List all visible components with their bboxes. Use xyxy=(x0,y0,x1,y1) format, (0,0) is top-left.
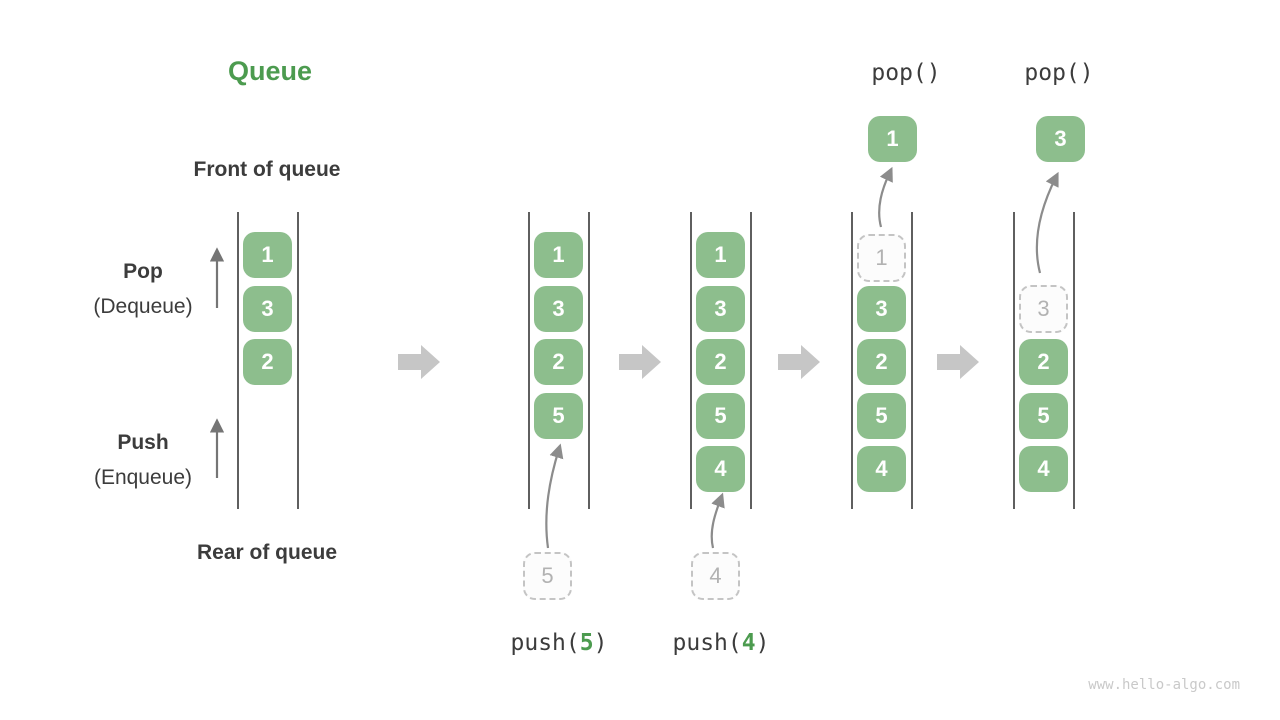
queue-cell: 1 xyxy=(243,232,292,278)
push-op-post: ) xyxy=(593,630,608,656)
push-op-arg: 4 xyxy=(741,630,756,656)
queue-rail xyxy=(1013,212,1015,509)
queue-rail xyxy=(237,212,239,509)
step-arrow-icon xyxy=(937,345,979,379)
queue-cell: 3 xyxy=(243,286,292,332)
queue-cell: 5 xyxy=(534,393,583,439)
push-op-label: push(4) xyxy=(641,630,801,656)
queue-cell: 2 xyxy=(1019,339,1068,385)
step-arrow-icon xyxy=(398,345,440,379)
ghost-cell: 1 xyxy=(857,234,906,282)
push-op-label: push(5) xyxy=(479,630,639,656)
step-arrow-icon xyxy=(619,345,661,379)
queue-cell: 4 xyxy=(857,446,906,492)
push-legend-title: Push xyxy=(117,431,169,454)
queue-cell: 3 xyxy=(696,286,745,332)
queue-rail xyxy=(911,212,913,509)
incoming-cell: 5 xyxy=(523,552,572,600)
push-legend-subtitle: (Enqueue) xyxy=(93,466,193,489)
queue-cell: 1 xyxy=(534,232,583,278)
pop-1-arrow-icon xyxy=(878,166,893,228)
queue-cell: 2 xyxy=(243,339,292,385)
queue-cell: 5 xyxy=(1019,393,1068,439)
queue-rail xyxy=(297,212,299,509)
front-of-queue-label: Front of queue xyxy=(193,158,341,181)
queue-cell: 1 xyxy=(696,232,745,278)
pop-op-label: pop() xyxy=(871,60,941,86)
pop-3-arrow-icon xyxy=(1035,171,1059,274)
push-legend: Push (Enqueue) xyxy=(33,431,253,490)
push-5-arrow-icon xyxy=(545,443,564,549)
queue-cell: 2 xyxy=(857,339,906,385)
queue-rail xyxy=(528,212,530,509)
queue-rail xyxy=(750,212,752,509)
queue-cell: 4 xyxy=(1019,446,1068,492)
incoming-cell: 4 xyxy=(691,552,740,600)
queue-cell: 2 xyxy=(696,339,745,385)
push-op-arg: 5 xyxy=(579,630,594,656)
push-op-post: ) xyxy=(755,630,770,656)
queue-rail xyxy=(1073,212,1075,509)
queue-cell: 3 xyxy=(534,286,583,332)
queue-rail xyxy=(851,212,853,509)
watermark: www.hello-algo.com xyxy=(1088,677,1240,693)
pop-op-label: pop() xyxy=(1024,60,1094,86)
ghost-cell: 3 xyxy=(1019,285,1068,333)
queue-rail xyxy=(690,212,692,509)
queue-cell: 5 xyxy=(857,393,906,439)
queue-cell: 3 xyxy=(857,286,906,332)
popped-cell: 1 xyxy=(868,116,917,162)
page-title: Queue xyxy=(228,56,313,86)
rear-of-queue-label: Rear of queue xyxy=(196,541,338,564)
queue-rail xyxy=(588,212,590,509)
pop-legend-subtitle: (Dequeue) xyxy=(93,295,193,318)
pop-legend-title: Pop xyxy=(123,260,163,283)
push-op-pre: push( xyxy=(672,630,742,656)
queue-cell: 4 xyxy=(696,446,745,492)
step-arrow-icon xyxy=(778,345,820,379)
push-4-arrow-icon xyxy=(710,492,725,549)
popped-cell: 3 xyxy=(1036,116,1085,162)
queue-cell: 5 xyxy=(696,393,745,439)
pop-legend: Pop (Dequeue) xyxy=(33,260,253,319)
push-op-pre: push( xyxy=(510,630,580,656)
queue-cell: 2 xyxy=(534,339,583,385)
